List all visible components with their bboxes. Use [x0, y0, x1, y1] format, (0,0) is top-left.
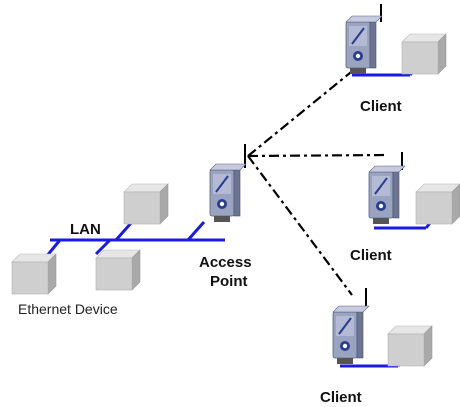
ethernet-device-icon — [123, 183, 169, 225]
lan-wiring — [44, 221, 225, 258]
client-label-middle: Client — [350, 247, 392, 264]
client-radio-icon — [368, 152, 406, 225]
ethernet-device-icon — [95, 249, 141, 291]
client-computer-icon — [415, 183, 460, 225]
access-point-label-line1: Access — [199, 254, 252, 271]
client-computer-icon — [401, 33, 447, 75]
lan-label: LAN — [70, 221, 101, 238]
access-point-label-line2: Point — [210, 273, 248, 290]
client-computer-icon — [387, 325, 433, 367]
client-radio-icon — [345, 4, 383, 75]
client-label-bottom: Client — [320, 389, 362, 406]
client-label-top: Client — [360, 98, 402, 115]
client-radio-icon — [332, 288, 370, 365]
access-point-icon — [209, 144, 247, 223]
ethernet-device-icon — [11, 253, 57, 295]
ethernet-device-label: Ethernet Device — [18, 301, 118, 317]
